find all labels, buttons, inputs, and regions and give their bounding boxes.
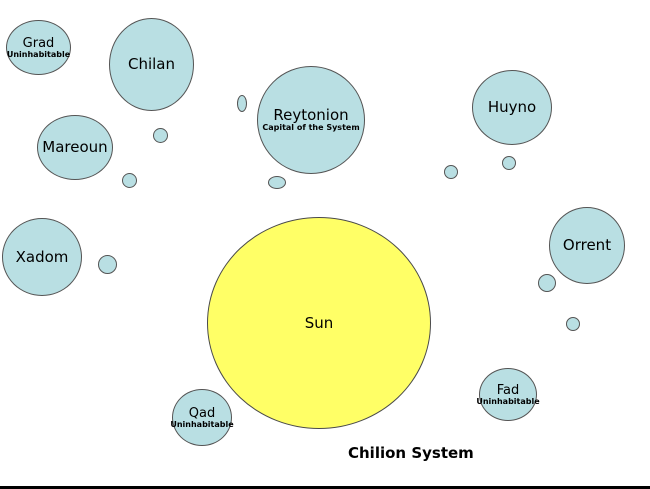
moon-chilan-lower[interactable] [122,173,137,188]
diagram-title: Chilion System [348,444,474,462]
moon-reytonion-lower[interactable] [268,176,286,189]
moon-orrent-lower[interactable] [566,317,580,331]
celestial-body-orrent[interactable]: Orrent [549,207,625,284]
body-label: Huyno [487,98,537,116]
body-sublabel: Uninhabitable [170,419,234,429]
body-label: Orrent [562,236,612,254]
moon-huyno-right[interactable] [502,156,516,170]
body-sublabel: Uninhabitable [476,396,540,406]
body-sublabel: Uninhabitable [6,49,71,59]
body-label: Mareoun [42,138,108,156]
celestial-body-sun[interactable]: Sun [207,217,431,429]
body-label: Grad [22,35,55,51]
celestial-body-huyno[interactable]: Huyno [472,70,552,145]
body-label: Fad [496,382,520,398]
moon-chilan-upper[interactable] [153,128,168,143]
body-label: Xadom [15,247,69,266]
body-sublabel: Capital of the System [262,123,360,132]
celestial-body-mareoun[interactable]: Mareoun [37,115,113,180]
moon-huyno-left[interactable] [444,165,458,179]
body-label: Sun [304,313,334,332]
moon-reytonion-left[interactable] [237,95,247,112]
moon-orrent-left[interactable] [538,274,556,292]
body-label: Qad [188,405,216,421]
body-label: Chilan [127,55,175,73]
celestial-body-chilan[interactable]: Chilan [109,18,194,111]
celestial-body-xadom[interactable]: Xadom [2,218,82,296]
moon-xadom[interactable] [98,255,117,274]
body-label: Reytonion [273,106,349,124]
